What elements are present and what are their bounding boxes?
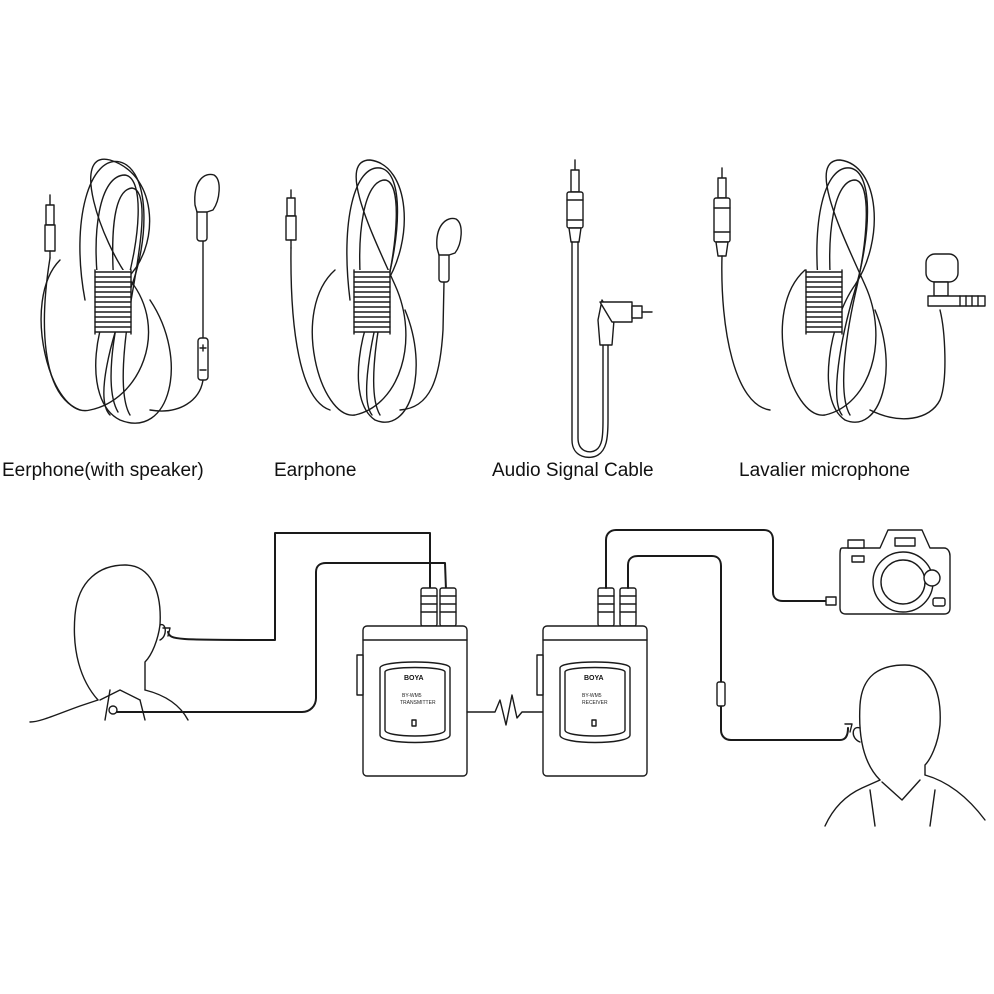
earbud-icon [194, 173, 220, 242]
jack-plug-icon [713, 167, 731, 257]
accessory-label-audio-signal-cable: Audio Signal Cable [492, 460, 654, 481]
right-angle-plug-icon [597, 299, 653, 346]
receiver-unit: BOYA BY-WM5 RECEIVER [536, 625, 648, 777]
cable-wrap-icon [353, 269, 391, 335]
earphone-with-speaker-illustration [40, 158, 220, 424]
jack-plug-icon [44, 194, 56, 259]
receiver-model: BY-WM5 [582, 693, 602, 699]
receiver-brand: BOYA [584, 675, 604, 682]
lav-mic-head-icon [925, 253, 986, 307]
lavalier-microphone-illustration [713, 159, 986, 423]
accessory-label-earphone-with-speaker: Eerphone(with speaker) [2, 460, 204, 481]
transmitter-plug-icon [420, 587, 457, 627]
cable-wrap-icon [805, 269, 843, 335]
transmitter-role: TRANSMITTER [400, 700, 436, 706]
speaker-person-icon [29, 564, 189, 723]
audio-signal-cable-illustration [566, 159, 653, 458]
accessory-label-earphone: Earphone [274, 460, 357, 481]
cable-wrap-icon [94, 269, 132, 335]
accessory-label-lavalier-microphone: Lavalier microphone [739, 460, 911, 481]
earphone-illustration [285, 159, 462, 423]
earbud-icon [436, 217, 462, 283]
receiver-plug-icon [597, 587, 637, 627]
camera-icon [839, 529, 951, 615]
wireless-signal-icon [466, 694, 544, 726]
transmitter-unit: BOYA BY-WM5 TRANSMITTER [356, 625, 468, 777]
jack-plug-icon [285, 189, 297, 249]
transmitter-model: BY-WM5 [402, 693, 422, 699]
jack-plug-icon [566, 159, 584, 243]
listener-person-icon [824, 664, 986, 827]
inline-remote-icon [197, 337, 209, 381]
receiver-role: RECEIVER [582, 700, 608, 706]
transmitter-brand: BOYA [404, 675, 424, 682]
